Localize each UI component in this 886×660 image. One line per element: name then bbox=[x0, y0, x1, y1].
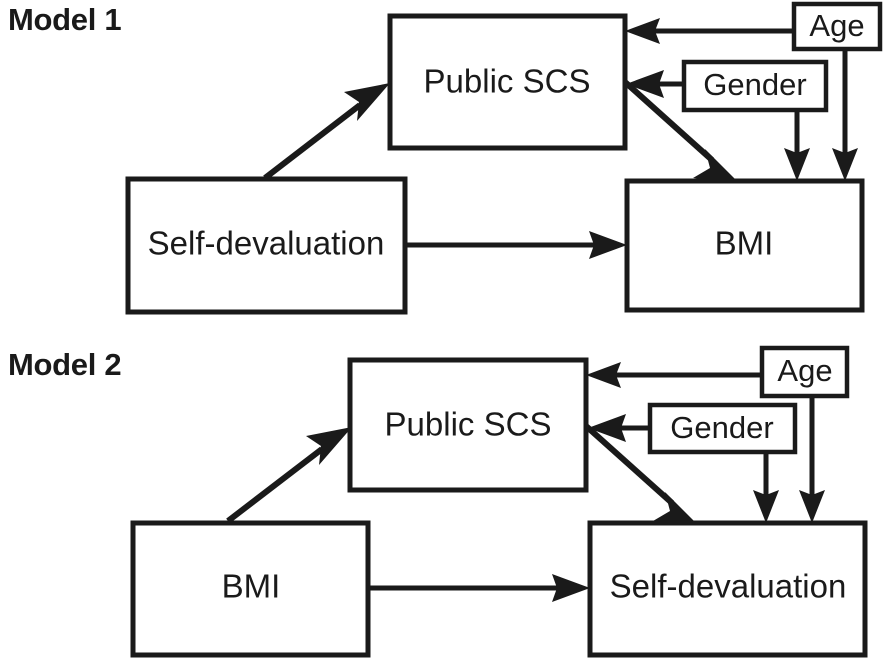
model-1-group: Model 1 bbox=[8, 1, 883, 315]
node-age-m2[interactable]: Age bbox=[759, 345, 850, 399]
edge-gender-to-bmi-m1 bbox=[784, 110, 810, 181]
node-public-scs-label-m2: Public SCS bbox=[385, 406, 552, 443]
edge-gender-to-self-devaluation-m2 bbox=[753, 452, 779, 523]
node-gender-m1[interactable]: Gender bbox=[681, 59, 829, 113]
node-age-m1[interactable]: Age bbox=[791, 1, 883, 52]
edge-public-scs-to-self-devaluation-m2 bbox=[583, 423, 700, 527]
edge-age-to-self-devaluation-m2 bbox=[799, 397, 825, 523]
arrow-head-icon bbox=[306, 427, 352, 465]
node-gender-label-m1: Gender bbox=[703, 67, 806, 102]
edge-bmi-to-self-devaluation-m2 bbox=[368, 574, 590, 602]
arrow-head-icon bbox=[626, 70, 664, 98]
arrow-head-icon bbox=[589, 231, 627, 259]
model-2-title: Model 2 bbox=[8, 347, 121, 382]
arrow-head-icon bbox=[693, 149, 740, 184]
node-public-scs-m1[interactable]: Public SCS bbox=[387, 13, 628, 151]
edge-self-devaluation-to-public-scs-m1 bbox=[263, 83, 390, 181]
edge-gender-to-public-scs-m2 bbox=[588, 414, 650, 442]
edge-age-to-public-scs-m2 bbox=[586, 362, 762, 388]
node-public-scs-label-m1: Public SCS bbox=[424, 63, 591, 100]
arrow-head-icon bbox=[344, 83, 390, 121]
node-age-label-m2: Age bbox=[777, 353, 832, 388]
node-bmi-label-m1: BMI bbox=[715, 225, 774, 262]
arrow-head-icon bbox=[832, 148, 858, 181]
model-1-title: Model 1 bbox=[8, 2, 121, 37]
edge-public-scs-to-bmi-m1 bbox=[622, 79, 740, 184]
arrow-head-icon bbox=[586, 362, 621, 388]
node-bmi-m2[interactable]: BMI bbox=[130, 520, 371, 658]
arrow-head-icon bbox=[588, 414, 626, 442]
node-gender-m2[interactable]: Gender bbox=[647, 402, 798, 455]
edge-self-devaluation-to-bmi-m1 bbox=[405, 231, 627, 259]
edge-age-to-public-scs-m1 bbox=[625, 18, 794, 44]
model-2-group: Model 2 bbox=[8, 345, 868, 658]
edge-bmi-to-public-scs-m2 bbox=[226, 427, 352, 524]
node-bmi-m1[interactable]: BMI bbox=[624, 178, 865, 313]
node-self-devaluation-label-m2: Self-devaluation bbox=[610, 568, 847, 605]
node-age-label-m1: Age bbox=[809, 8, 864, 43]
edge-gender-to-public-scs-m1 bbox=[626, 70, 684, 98]
arrow-head-icon bbox=[625, 18, 660, 44]
node-self-devaluation-label-m1: Self-devaluation bbox=[148, 225, 385, 262]
arrow-head-icon bbox=[552, 574, 590, 602]
node-public-scs-m2[interactable]: Public SCS bbox=[347, 357, 589, 493]
arrow-head-icon bbox=[799, 490, 825, 523]
node-bmi-label-m2: BMI bbox=[222, 568, 281, 605]
node-gender-label-m2: Gender bbox=[670, 410, 773, 445]
node-self-devaluation-m2[interactable]: Self-devaluation bbox=[587, 520, 868, 658]
arrow-head-icon bbox=[753, 490, 779, 523]
node-self-devaluation-m1[interactable]: Self-devaluation bbox=[125, 176, 408, 315]
arrow-head-icon bbox=[653, 492, 700, 527]
arrow-head-icon bbox=[784, 148, 810, 181]
edge-age-to-bmi-m1 bbox=[832, 48, 858, 181]
